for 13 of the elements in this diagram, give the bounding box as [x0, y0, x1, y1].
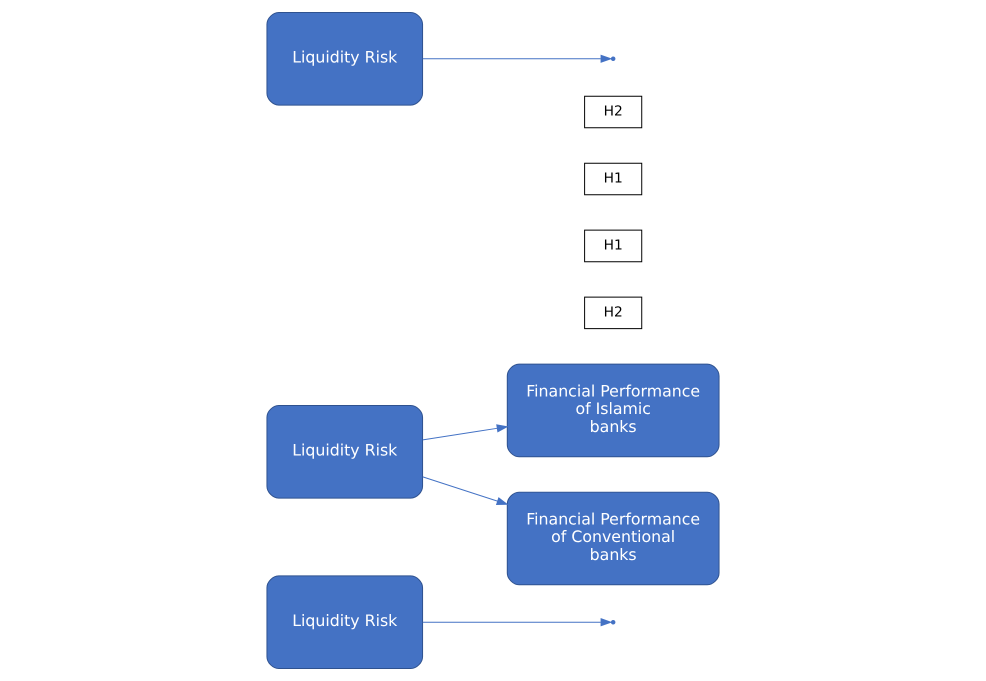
arrow	[422, 476, 508, 506]
node-box: H1	[584, 162, 642, 196]
node-box: Financial Performance of Islamic banks	[506, 364, 720, 458]
node-box: H2	[584, 296, 642, 330]
node-box: Liquidity Risk	[266, 575, 424, 669]
arrow	[422, 54, 612, 63]
arrow	[422, 424, 509, 440]
arrow	[422, 618, 612, 626]
node-box: H1	[584, 230, 642, 262]
node-box: Liquidity Risk	[266, 405, 424, 499]
node-box: Liquidity Risk	[266, 12, 424, 106]
node-box: H2	[584, 96, 642, 128]
node-box: Financial Performance of Conventional banks	[506, 492, 720, 586]
